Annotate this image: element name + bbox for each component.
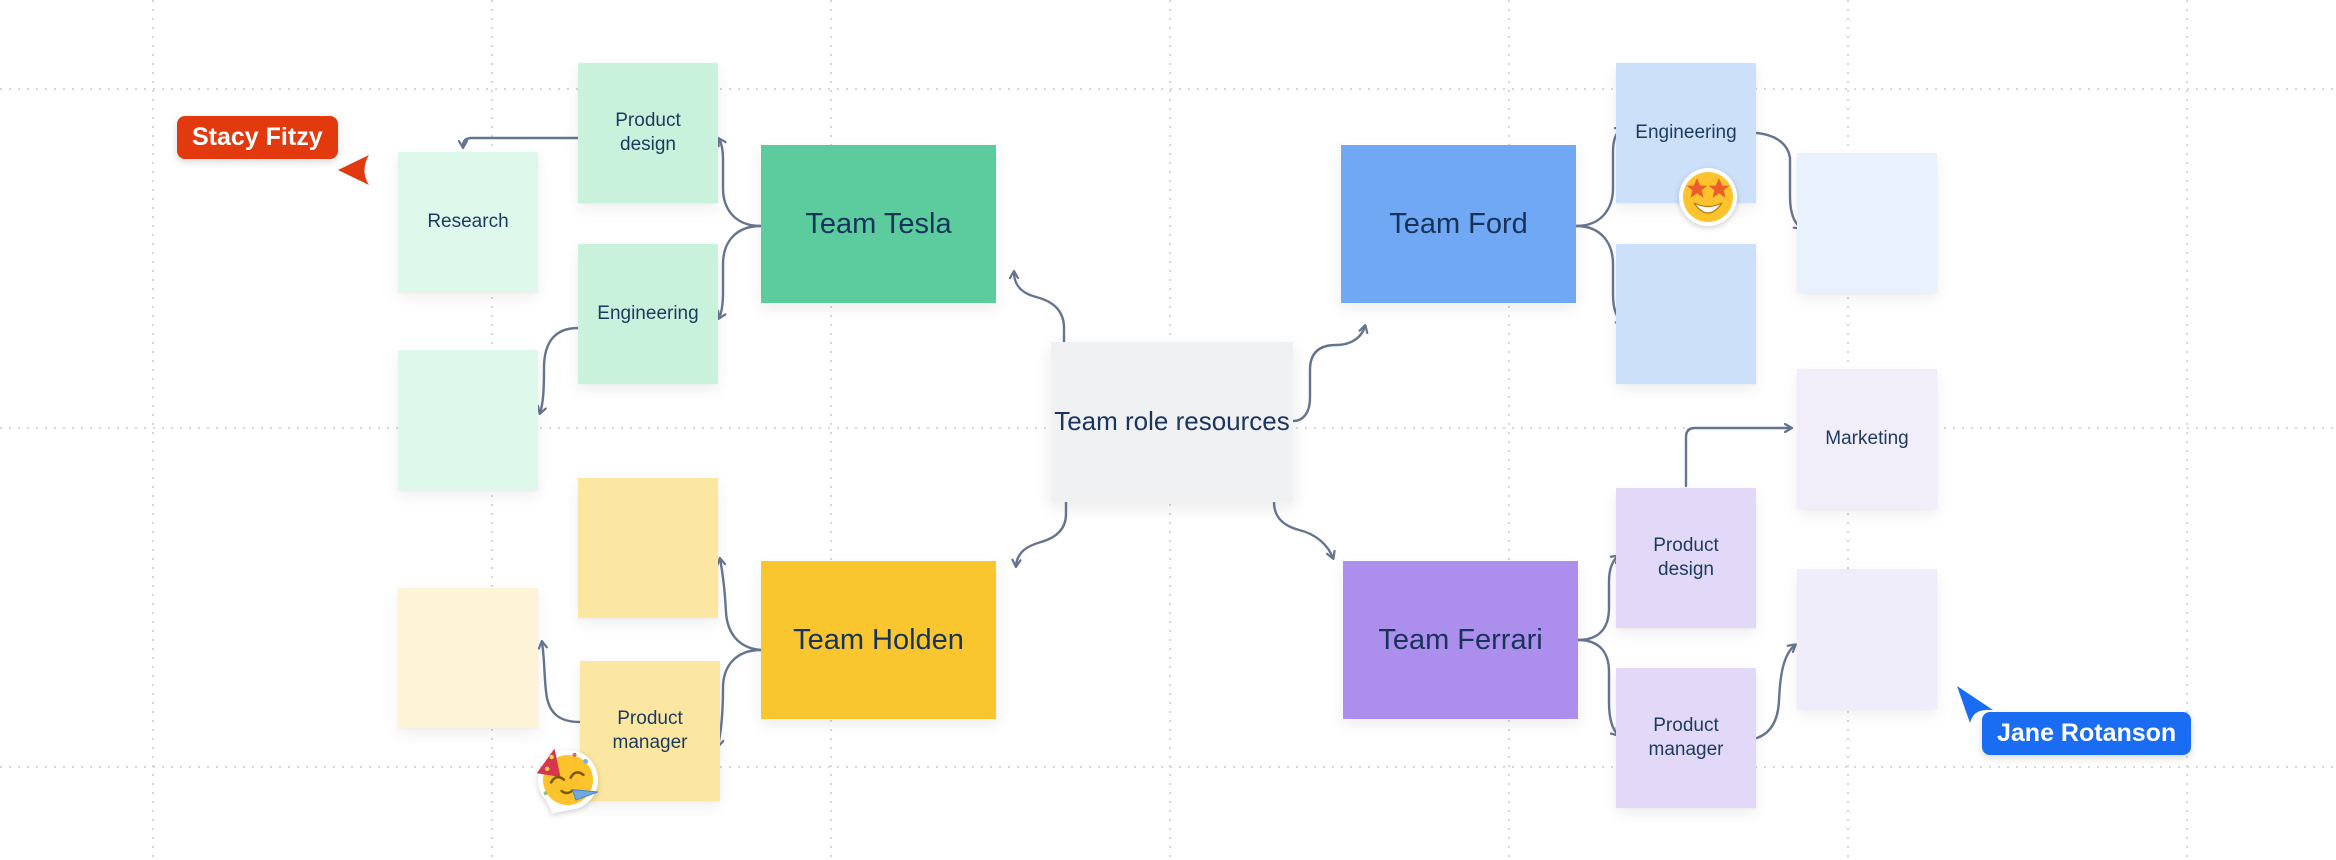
star-eye-left (1686, 178, 1708, 198)
confetti-dot (543, 791, 548, 796)
sticky-research[interactable]: Research (398, 152, 538, 292)
party-horn (571, 788, 599, 801)
connector-engineering-to-blank-mint (537, 326, 580, 416)
grid-line-vertical (1508, 0, 1510, 860)
sticky-tesla-blank-mint[interactable] (398, 350, 538, 490)
closed-eye-left (549, 775, 566, 784)
grid-line-vertical (2186, 0, 2188, 860)
cursor-pointer-jane-icon (1957, 686, 1993, 723)
connector-center-to-holden (1011, 500, 1068, 569)
star-eye-right (1708, 178, 1730, 198)
connector-ferrari-to-product-manager (1576, 638, 1620, 737)
cursor-name: Stacy Fitzy (192, 123, 323, 151)
sticky-label: Engineering (1635, 121, 1737, 143)
sticky-ford-engineering[interactable]: Engineering (1616, 63, 1756, 203)
connector-product-design-to-research (457, 136, 580, 150)
sticky-ferrari-product-manager[interactable]: Product manager (1616, 668, 1756, 808)
node-team-role-resources[interactable]: Team role resources (1051, 342, 1293, 502)
team-node-label: Team Holden (793, 623, 964, 656)
sticky-holden-product-manager[interactable]: Product manager (580, 661, 720, 801)
connector-holden-to-product-manager (714, 648, 763, 749)
party-hat-dot (545, 766, 550, 771)
connector-product-design-to-marketing (1684, 422, 1794, 488)
sticky-holden-blank-cream[interactable] (398, 588, 538, 728)
confetti-dot (572, 752, 577, 757)
connector-tesla-to-product-design (717, 137, 763, 228)
sticky-label: Product manager (612, 707, 688, 753)
connector-product-manager-to-blank-lavender (1755, 643, 1797, 740)
sticky-marketing[interactable]: Marketing (1797, 369, 1937, 509)
node-team-holden[interactable]: Team Holden (761, 561, 996, 719)
node-team-tesla[interactable]: Team Tesla (761, 145, 996, 303)
grid-line-vertical (830, 0, 832, 860)
grid-line-horizontal (0, 88, 2336, 90)
closed-eye-right (569, 771, 585, 779)
cursor-label-jane: Jane Rotanson (1982, 712, 2192, 755)
sticky-holden-blank-yellow[interactable] (578, 478, 718, 618)
sticky-label: Research (427, 210, 509, 232)
sticky-ford-blank-pale[interactable] (1797, 153, 1937, 293)
connector-holden-to-blank-yellow (716, 556, 763, 652)
party-hat-dot (549, 754, 554, 760)
star-struck-emoji-sticker[interactable] (1676, 165, 1740, 229)
connector-center-to-tesla (1008, 269, 1066, 344)
party-hat (536, 748, 561, 778)
connector-center-to-ferrari (1272, 500, 1336, 561)
confetti-dot (583, 758, 588, 764)
team-node-label: Team Ferrari (1378, 623, 1543, 656)
node-team-ford[interactable]: Team Ford (1341, 145, 1576, 303)
grid-line-vertical (152, 0, 154, 860)
connector-product-manager-to-blank-cream (537, 639, 582, 724)
cursor-label-stacy: Stacy Fitzy (177, 116, 338, 159)
team-node-label: Team Ford (1389, 207, 1528, 240)
partying-face-emoji-sticker[interactable] (534, 746, 602, 814)
sticky-label: Product manager (1648, 714, 1724, 760)
connector-engineering-to-blank-pale-blue (1755, 131, 1803, 230)
connector-center-to-ford (1291, 323, 1369, 423)
cursor-name: Jane Rotanson (1997, 719, 2177, 747)
center-node-label: Team role resources (1054, 406, 1290, 437)
sticky-ferrari-blank-lavender[interactable] (1797, 569, 1937, 709)
connector-ferrari-to-product-design (1576, 554, 1620, 642)
sticky-label: Marketing (1825, 427, 1909, 449)
sticky-label: Product design (1653, 534, 1719, 580)
sticky-tesla-engineering[interactable]: Engineering (578, 244, 718, 384)
grid-line-horizontal (0, 766, 2336, 768)
emoji-face (1683, 172, 1733, 222)
sticky-label: Engineering (597, 302, 699, 324)
team-node-label: Team Tesla (805, 207, 952, 240)
connector-tesla-to-engineering (717, 224, 763, 320)
sticky-label: Product design (615, 109, 681, 155)
node-team-ferrari[interactable]: Team Ferrari (1343, 561, 1578, 719)
sticky-ford-blank-blue[interactable] (1616, 244, 1756, 384)
cursor-pointer-stacy-icon (338, 155, 369, 185)
sticky-tesla-product-design[interactable]: Product design (578, 63, 718, 203)
emoji-mouth (560, 789, 574, 795)
emoji-mouth (1693, 202, 1723, 214)
sticky-ferrari-product-design[interactable]: Product design (1616, 488, 1756, 628)
